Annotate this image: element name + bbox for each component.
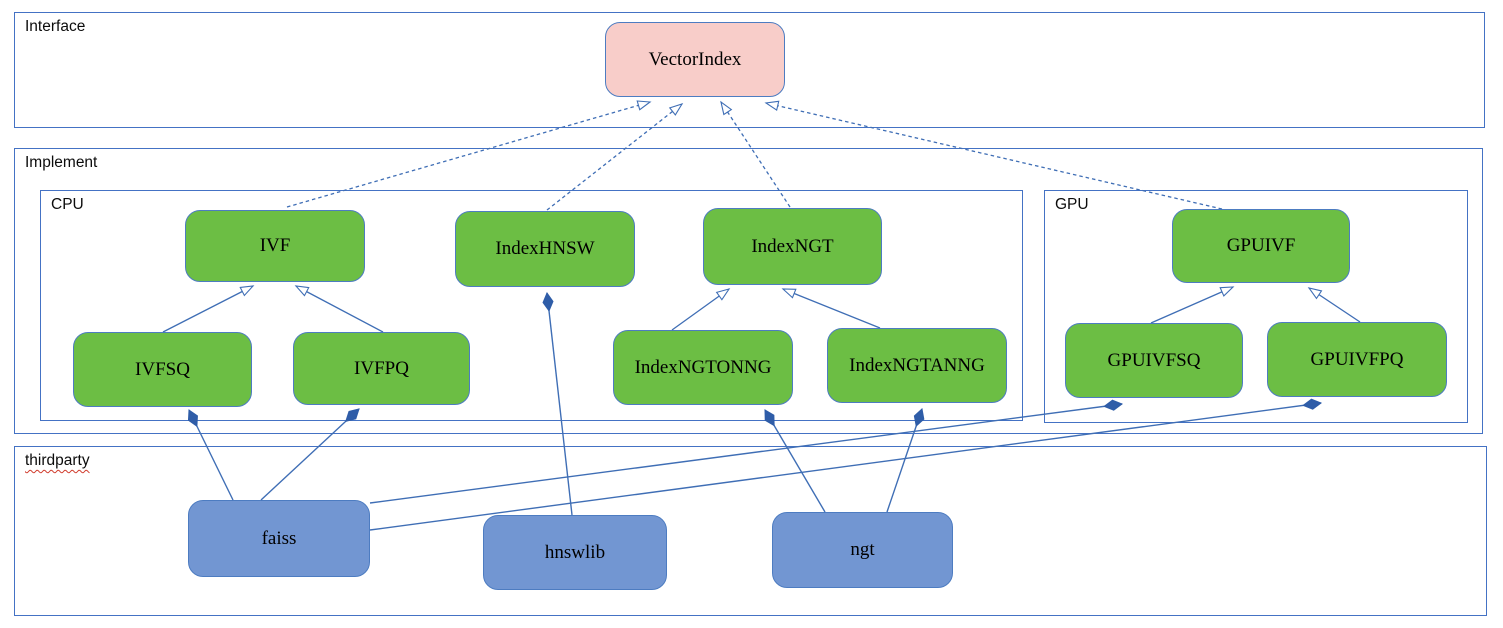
- node-indexhnsw: IndexHNSW: [455, 211, 635, 287]
- node-indexngt-label: IndexNGT: [751, 235, 834, 257]
- node-ivfsq: IVFSQ: [73, 332, 252, 407]
- node-ivfpq: IVFPQ: [293, 332, 470, 405]
- node-ivfpq-label: IVFPQ: [354, 357, 409, 379]
- node-faiss-label: faiss: [261, 527, 297, 549]
- node-ngt-label: ngt: [850, 539, 875, 560]
- node-indexngtonng-label: IndexNGTONNG: [634, 356, 772, 378]
- thirdparty-label: thirdparty: [25, 452, 90, 469]
- node-gpuivfsq-label: GPUIVFSQ: [1107, 349, 1201, 371]
- node-vectorindex-label: VectorIndex: [648, 48, 742, 70]
- node-vectorindex: VectorIndex: [605, 22, 785, 97]
- implement-label: Implement: [25, 154, 98, 171]
- node-indexngt: IndexNGT: [703, 208, 882, 285]
- node-indexhnsw-label: IndexHNSW: [495, 238, 595, 259]
- node-gpuivfpq-label: GPUIVFPQ: [1310, 348, 1404, 370]
- node-ivf: IVF: [185, 210, 365, 282]
- node-ngt: ngt: [772, 512, 953, 588]
- node-indexngtonng: IndexNGTONNG: [613, 330, 793, 405]
- node-gpuivfpq: GPUIVFPQ: [1267, 322, 1447, 397]
- node-gpuivf: GPUIVF: [1172, 209, 1350, 283]
- node-indexngtanng: IndexNGTANNG: [827, 328, 1007, 403]
- cpu-label: CPU: [51, 196, 84, 213]
- node-gpuivfsq: GPUIVFSQ: [1065, 323, 1243, 398]
- node-ivfsq-label: IVFSQ: [135, 358, 190, 380]
- node-gpuivf-label: GPUIVF: [1226, 235, 1296, 256]
- node-ivf-label: IVF: [259, 235, 291, 256]
- interface-label: Interface: [25, 18, 86, 35]
- node-hnswlib: hnswlib: [483, 515, 667, 590]
- node-indexngtanng-label: IndexNGTANNG: [849, 354, 985, 376]
- node-faiss: faiss: [188, 500, 370, 577]
- gpu-label: GPU: [1055, 196, 1089, 213]
- node-hnswlib-label: hnswlib: [544, 541, 606, 563]
